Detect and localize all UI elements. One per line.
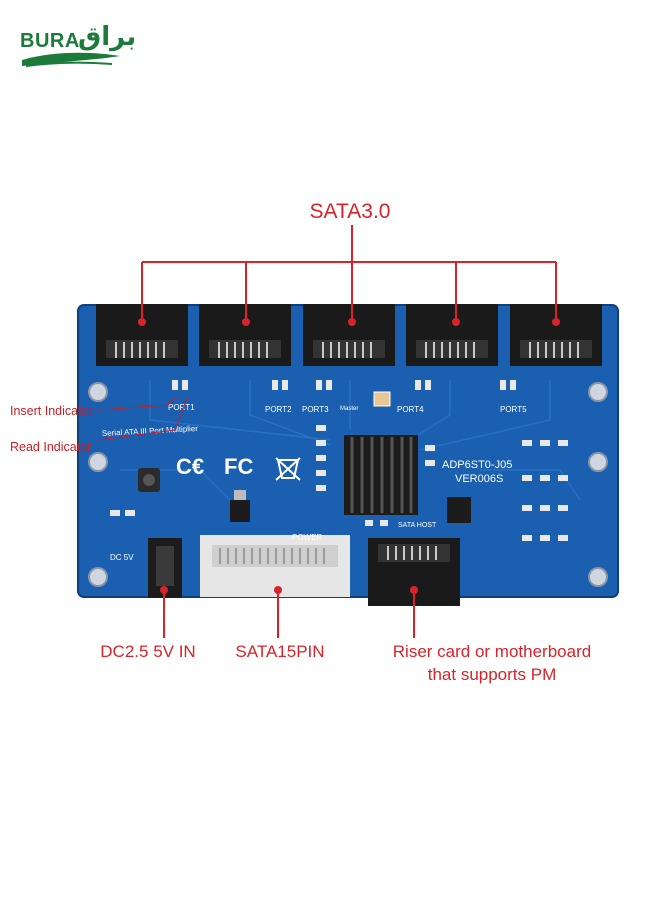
- logo-latin: BURA: [20, 30, 80, 52]
- port5-silk: PORT5: [500, 405, 527, 414]
- svg-text:FC: FC: [224, 454, 253, 479]
- insert-indicator-label: Insert Indicator: [10, 404, 93, 418]
- port2-silk: PORT2: [265, 405, 292, 414]
- sata-ports: [96, 304, 602, 366]
- master-silk: Master: [340, 406, 358, 412]
- sata15pin-label: SATA15PIN: [235, 642, 325, 661]
- logo-leaf-icon: [22, 52, 120, 67]
- sata3-label: SATA3.0: [309, 200, 391, 223]
- svg-text:C€: C€: [176, 454, 204, 479]
- port3-silk: PORT3: [302, 405, 329, 414]
- riser-label: Riser card or motherboard that supports …: [392, 642, 592, 684]
- port1-silk: PORT1: [168, 403, 195, 412]
- logo-arabic: براق: [78, 22, 137, 52]
- host-silk: SATA HOST: [398, 522, 437, 529]
- dc-silk: DC 5V: [110, 553, 134, 562]
- board-version: VER006S: [455, 473, 503, 485]
- read-indicator-label: Read Indicator: [10, 440, 92, 454]
- sata-power-connector: [200, 535, 350, 597]
- board-model: ADP6ST0-J05: [442, 459, 512, 471]
- bura-logo: BURA براق: [16, 22, 136, 72]
- power-silk: POWER: [292, 533, 322, 542]
- dc-in-label: DC2.5 5V IN: [100, 642, 196, 661]
- sata-host-connector: [368, 538, 460, 606]
- heatsink: [344, 435, 418, 515]
- port4-silk: PORT4: [397, 405, 424, 414]
